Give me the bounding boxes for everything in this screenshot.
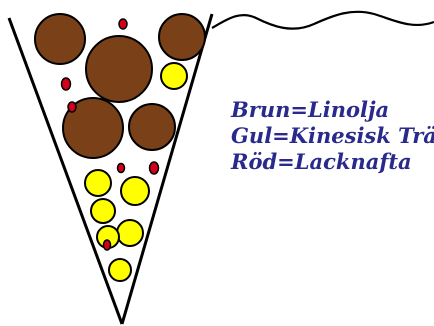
legend-red: Röd=Lacknafta — [230, 149, 412, 174]
brown-circle — [86, 36, 152, 102]
yellow-circle — [161, 63, 187, 89]
red-drop — [62, 78, 71, 90]
red-drop — [68, 102, 76, 112]
yellow-circle — [85, 170, 111, 196]
red-drop — [118, 164, 125, 173]
yellow-circle — [109, 259, 131, 281]
wavy-surface-line — [212, 12, 434, 29]
yellow-circle — [117, 220, 143, 246]
red-drop — [150, 162, 159, 174]
yellow-circle — [91, 199, 115, 223]
legend-brown: Brun=Linolja — [230, 97, 389, 122]
red-drop — [119, 19, 127, 29]
brown-circle — [129, 104, 175, 150]
legend-yellow: Gul=Kinesisk Träolja — [231, 123, 434, 148]
legend: Brun=Linolja Gul=Kinesisk Träolja Röd=La… — [230, 97, 434, 174]
brown-circle — [159, 14, 205, 60]
brown-circle — [35, 14, 85, 64]
yellow-circle — [121, 177, 149, 205]
red-drop — [104, 240, 111, 250]
